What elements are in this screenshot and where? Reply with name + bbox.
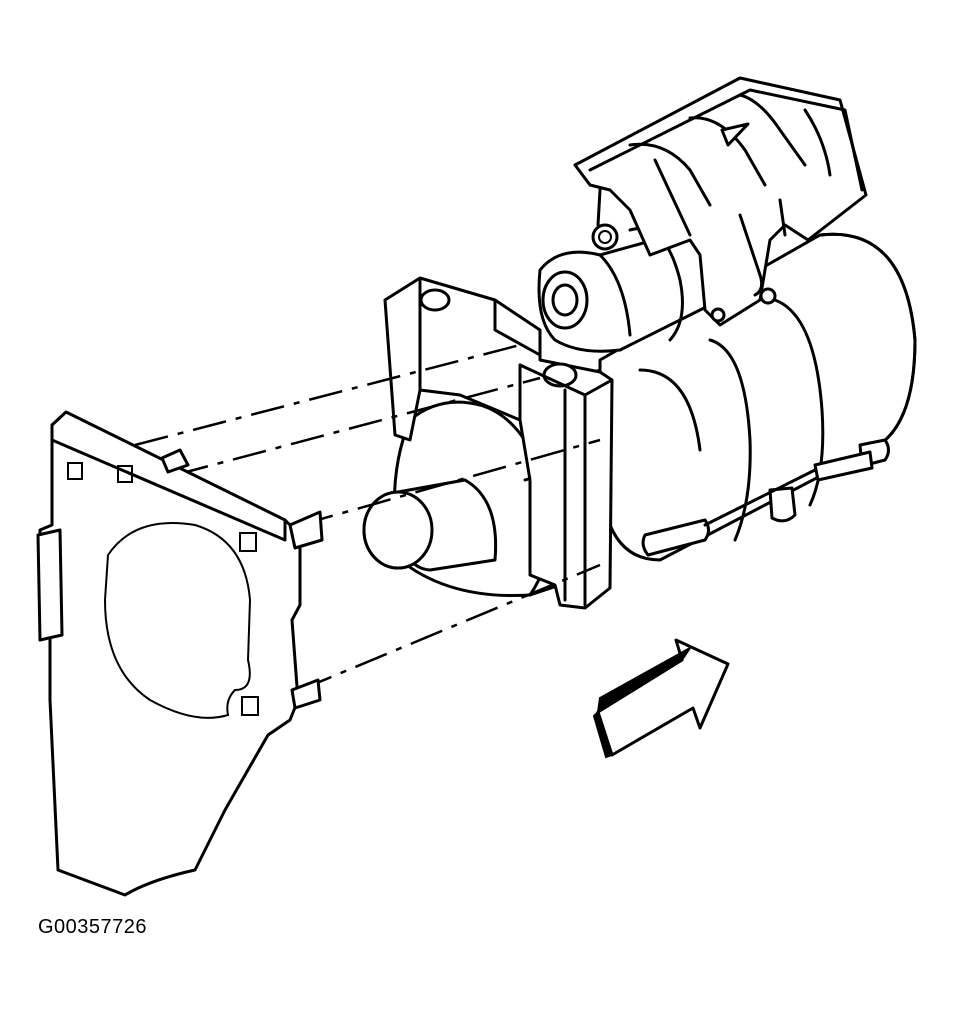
figure-code: G00357726 [38, 916, 148, 938]
mounting-bracket-block [383, 276, 614, 610]
alignment-lines [134, 343, 601, 692]
solenoid [537, 223, 722, 353]
mounting-plate [36, 410, 324, 897]
solenoid-cover [573, 76, 868, 327]
direction-arrow-icon [592, 638, 730, 759]
